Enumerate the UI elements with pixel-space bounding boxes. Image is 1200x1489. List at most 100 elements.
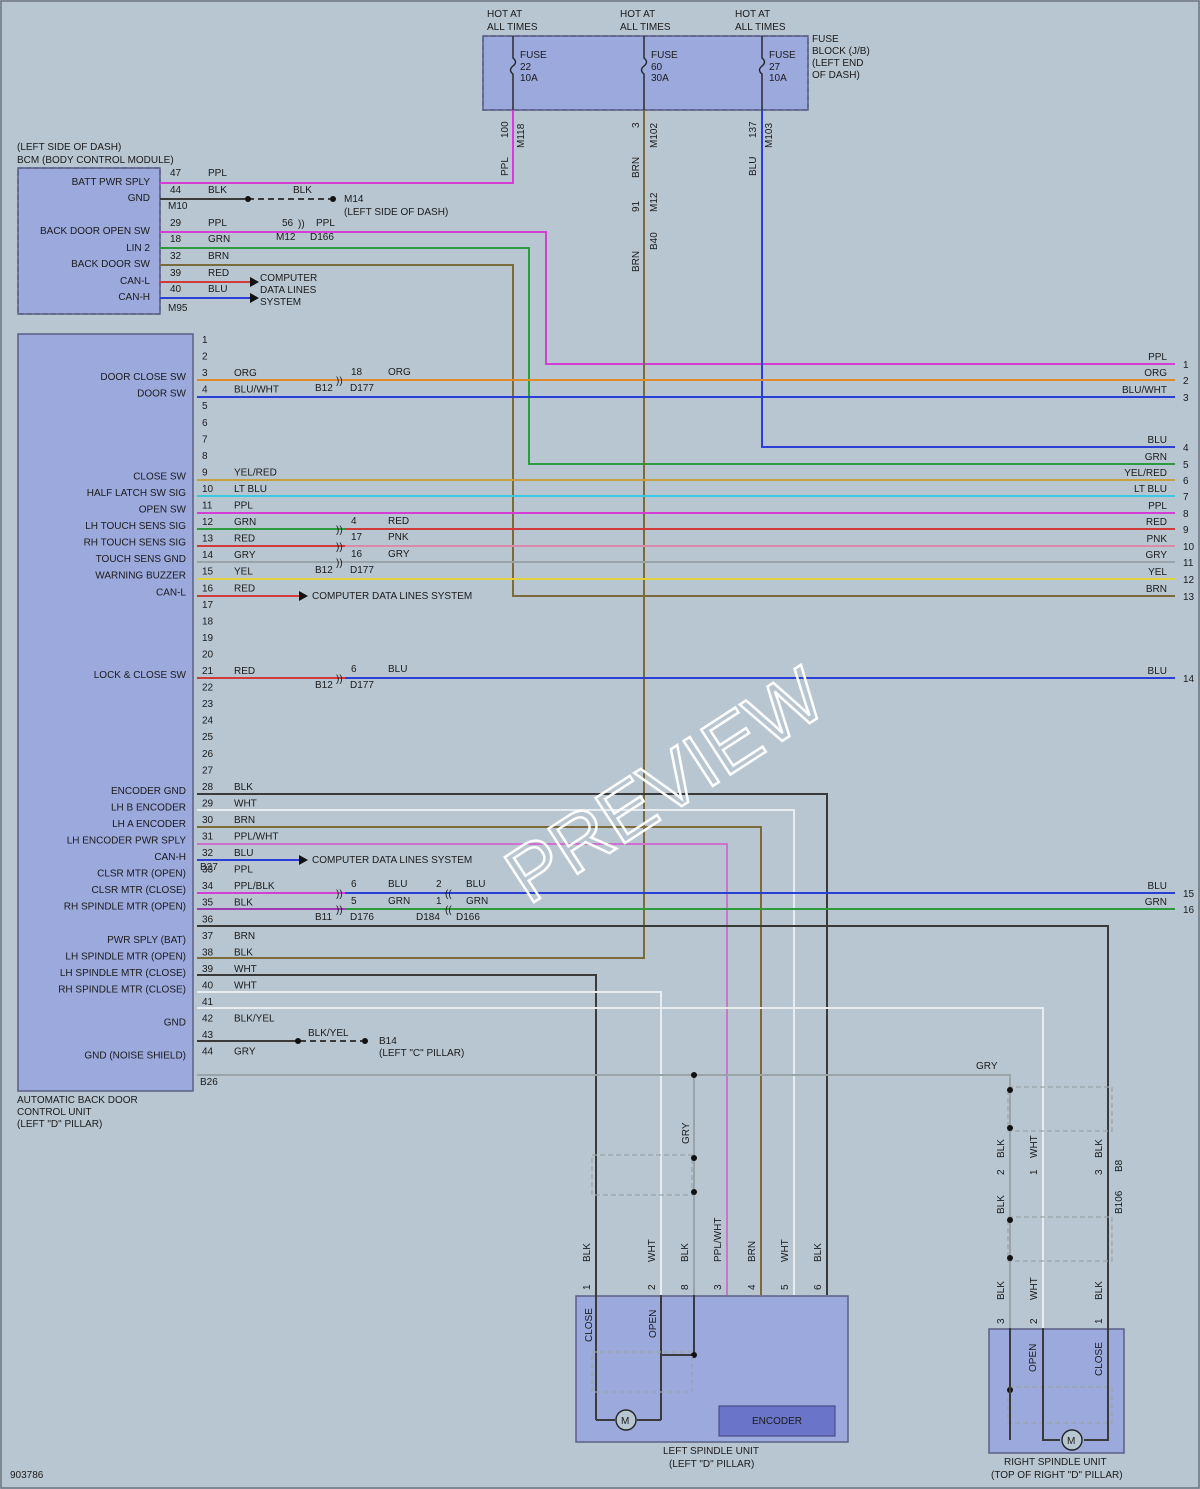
connector-icon: )) (298, 219, 305, 230)
left-motor-label: M (621, 1416, 629, 1427)
abd-pin-26: 26 (202, 749, 214, 760)
abd-label-pin-21: LOCK & CLOSE SW (94, 670, 187, 681)
left-wire-3: PPL/WHT (713, 1218, 724, 1262)
hot-label-2a: HOT AT (620, 9, 655, 20)
right-lower-pin-1: 1 (1094, 1318, 1105, 1324)
brn-mid-pin: 91 (631, 200, 642, 212)
abd-pin-43: 43 (202, 1030, 214, 1041)
splice-dot (1007, 1087, 1013, 1093)
right-motor-label: M (1067, 1436, 1075, 1447)
hot-label-3b: ALL TIMES (735, 22, 786, 33)
abd-pin-9: 9 (202, 467, 208, 478)
abd-wire-pin-13: RED (234, 534, 255, 545)
bcm-pin-32: 32 (170, 251, 182, 262)
right-wire-6: YEL/RED (1124, 468, 1167, 479)
bcm-name: BCM (BODY CONTROL MODULE) (17, 155, 174, 166)
right-wire-7: LT BLU (1134, 484, 1167, 495)
left-pin-5: 5 (780, 1284, 791, 1290)
right-upper-wire-2: BLK (1094, 1139, 1105, 1158)
abd-pin-33: 33 (202, 865, 214, 876)
abd-box (17, 333, 194, 1092)
abd-pin-28: 28 (202, 782, 214, 793)
bcm-pin-40: 40 (170, 284, 182, 295)
bcm-pin-29: 29 (170, 218, 182, 229)
abd-label-pin-4: DOOR SW (137, 389, 186, 400)
left-wire-1: BLK (582, 1243, 593, 1262)
wire-blk-38 (197, 974, 597, 1295)
abd-name-3: (LEFT "D" PILLAR) (17, 1119, 102, 1130)
right-line-num-3: 3 (1183, 393, 1189, 404)
abd-pin-39: 39 (202, 964, 214, 975)
bcm-pin-18: 18 (170, 234, 182, 245)
arrow-icon (250, 293, 259, 303)
abd-label-pin-10: HALF LATCH SW SIG (87, 488, 186, 499)
abd-pin-12: 12 (202, 517, 214, 528)
right-wire-15: BLU (1148, 881, 1167, 892)
fuse-block-name-1: FUSE (812, 34, 839, 45)
motor-icon (1061, 1429, 1083, 1451)
abd-pin-21: 21 (202, 666, 214, 677)
bcm-wire-29: PPL (208, 218, 227, 229)
right-line-num-12: 12 (1183, 575, 1195, 586)
left-gry-label: GRY (681, 1122, 692, 1144)
bcm-pin-39: 39 (170, 268, 182, 279)
abd-wire-pin-10: LT BLU (234, 484, 267, 495)
wire-blk-35 (197, 925, 1109, 1328)
bcm-conn-m10: M10 (168, 201, 188, 212)
fuse-27-icon (758, 36, 766, 110)
bcm-computer-2: DATA LINES (260, 285, 317, 296)
abd-pin-14: 14 (202, 550, 214, 561)
d177b-wire-red: RED (388, 516, 409, 527)
right-line-num-8: 8 (1183, 509, 1189, 520)
bcm-label-gnd: GND (128, 193, 150, 204)
connector-icon: (( (445, 905, 452, 916)
right-mid-wire: BLK (996, 1195, 1007, 1214)
right-lower-pin-3: 3 (996, 1318, 1007, 1324)
d166-pin-2: 2 (436, 879, 442, 890)
d177c-conn-d177: D177 (350, 680, 374, 691)
left-wire-5: WHT (780, 1239, 791, 1262)
arrow-icon (299, 591, 308, 601)
fuse-22-amp: 10A (520, 73, 538, 84)
wire-gry-44 (197, 1074, 1011, 1328)
left-pin-2: 2 (647, 1284, 658, 1290)
right-conn-b106: B106 (1114, 1190, 1125, 1214)
abd-name-1: AUTOMATIC BACK DOOR (17, 1095, 138, 1106)
brn-mid-conn1: M12 (649, 192, 660, 212)
d176-wire-blu: BLU (388, 879, 407, 890)
abd-wire-pin-12: GRN (234, 517, 256, 528)
d176-conn-d176: D176 (350, 912, 374, 923)
abd-pin-35: 35 (202, 898, 214, 909)
abd-gnd-conn: B14 (379, 1036, 397, 1047)
abd-wire-pin-44: GRY (234, 1047, 256, 1058)
abd-pin-30: 30 (202, 815, 214, 826)
abd-pin-11: 11 (202, 501, 213, 512)
fuse-60-icon (640, 36, 648, 110)
abd-pin-22: 22 (202, 683, 214, 694)
right-line-num-10: 10 (1183, 542, 1195, 553)
abd-label-pin-14: TOUCH SENS GND (96, 554, 186, 565)
left-pin-8: 8 (680, 1284, 691, 1290)
abd-label-pin-3: DOOR CLOSE SW (100, 372, 186, 383)
shield-icon (1007, 1086, 1113, 1132)
d177-wire-org: ORG (388, 367, 411, 378)
abd-pin-42: 42 (202, 1014, 214, 1025)
d177c-wire-blu: BLU (388, 664, 407, 675)
splice-labels: 18 ORG B12 D177 )) 4 17 16 RED PNK GRY B… (308, 367, 998, 1072)
connector-icon: )) (336, 674, 343, 685)
abd-wire-pin-37: BRN (234, 931, 255, 942)
right-line-num-16: 16 (1183, 905, 1195, 916)
bcm-m12: M12 (276, 232, 296, 243)
abd-wire-pin-33: PPL (234, 865, 253, 876)
abd-pin-38: 38 (202, 947, 214, 958)
d166-conn-d184: D184 (416, 912, 440, 923)
connector-icon: (( (445, 889, 452, 900)
left-wire-2: WHT (647, 1239, 658, 1262)
bcm-gnd-conn: M14 (344, 194, 364, 205)
bcm-label-lin2: LIN 2 (126, 243, 150, 254)
shield-icon (591, 1154, 693, 1196)
wire-batt-ppl (160, 110, 514, 184)
left-close-label: CLOSE (584, 1308, 595, 1342)
abd-pin-16: 16 (202, 583, 214, 594)
